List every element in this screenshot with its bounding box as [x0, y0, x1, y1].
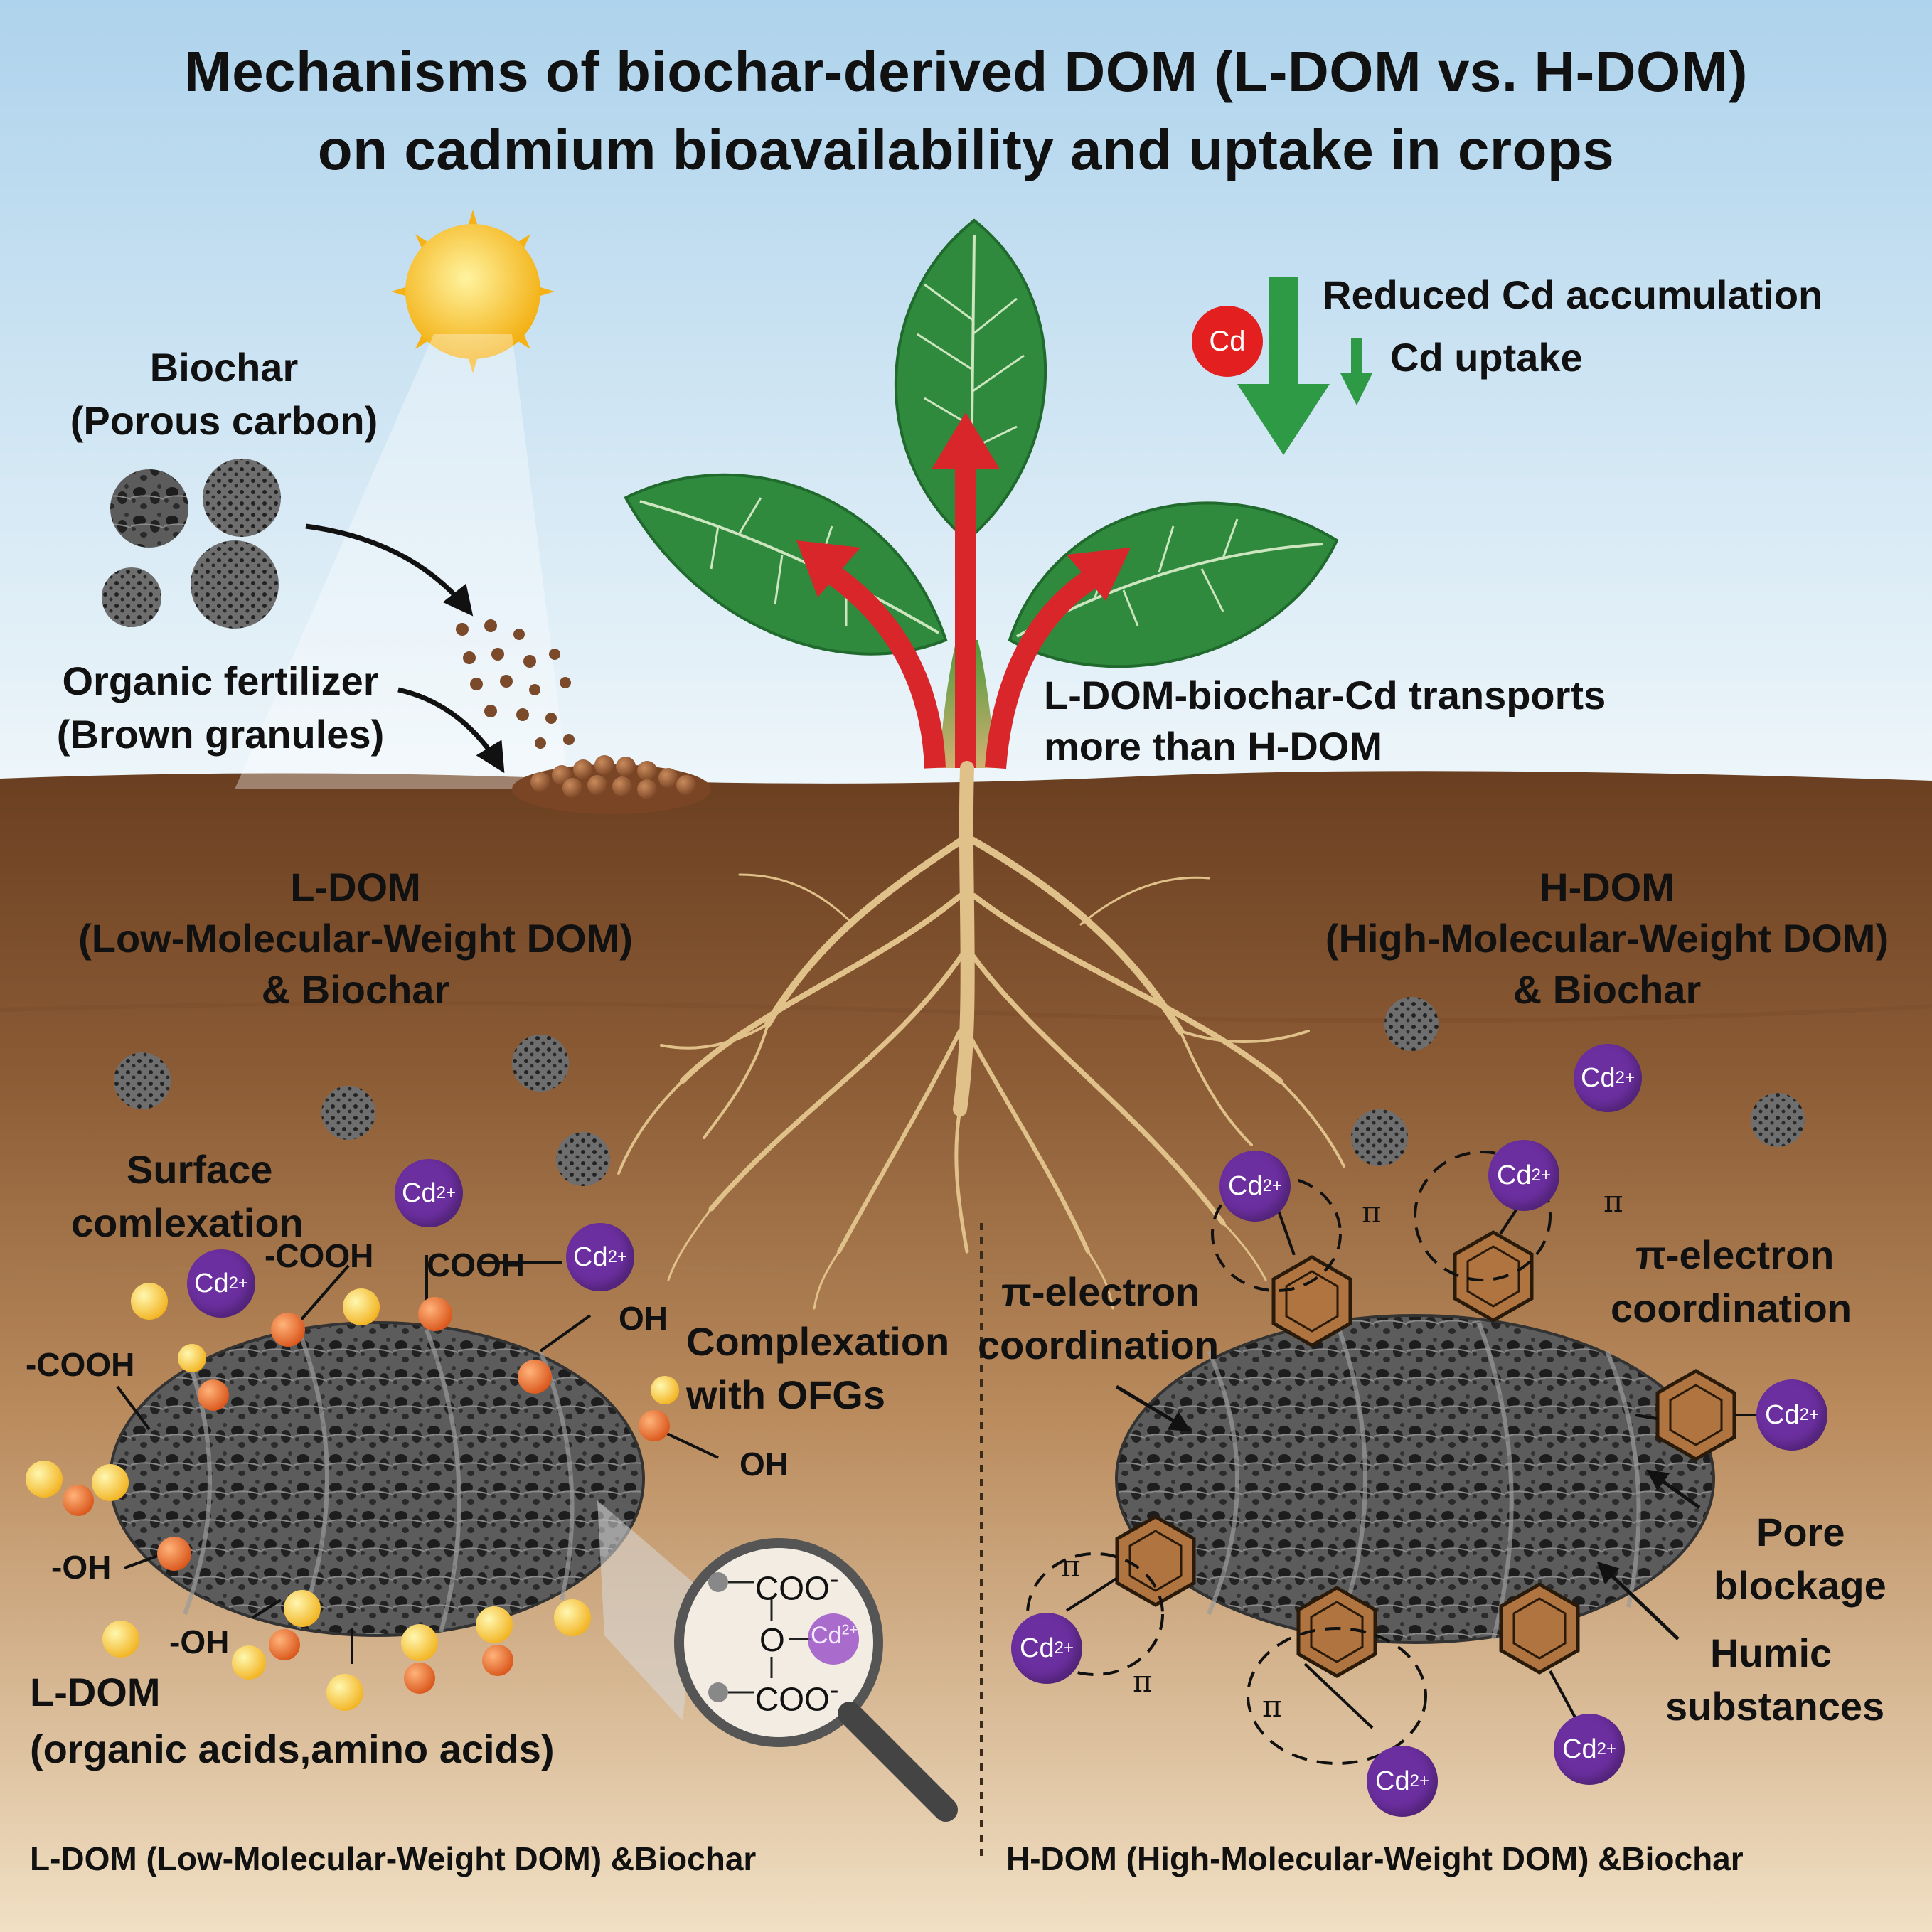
- h-dom-heading-biochar: & Biochar: [1512, 967, 1702, 1012]
- cd-badge: Cd: [1192, 306, 1263, 377]
- transport-label-2: more than H-DOM: [1044, 724, 1382, 769]
- l-dom-footer: L-DOM (Low-Molecular-Weight DOM) &Biocha…: [30, 1840, 757, 1877]
- magnifier-cd-ion: Cd2+: [811, 1622, 858, 1649]
- pi-electron-label-left-2: coordination: [978, 1323, 1219, 1367]
- l-dom-heading: L-DOM: [290, 865, 421, 909]
- complexation-label-2: with OFGs: [686, 1372, 885, 1417]
- transport-label-1: L-DOM-biochar-Cd transports: [1044, 673, 1606, 717]
- biochar-particle: [110, 469, 188, 548]
- pore-blockage-label-2: blockage: [1714, 1563, 1886, 1608]
- pore-blockage-label-1: Pore: [1756, 1510, 1845, 1554]
- l-dom-composition: (organic acids,amino acids): [30, 1726, 555, 1771]
- title-line-1: Mechanisms of biochar-derived DOM (L-DOM…: [183, 40, 1749, 103]
- leaf: [1008, 501, 1339, 668]
- cooh-label-2: COOH: [427, 1247, 525, 1283]
- red-transport-arrows: [818, 462, 1101, 769]
- pi-electron-label-right-2: coordination: [1611, 1286, 1852, 1330]
- soil-biochar-particles: [114, 997, 1805, 1186]
- l-dom-heading-biochar: & Biochar: [261, 967, 450, 1012]
- plant-roots: [617, 761, 1345, 1310]
- biochar-particle: [191, 540, 279, 629]
- pi-symbol: π: [1362, 1195, 1382, 1229]
- falling-granules: [456, 619, 575, 749]
- fertilizer-label: Organic fertilizer: [62, 658, 379, 703]
- oh-label-4: -OH: [169, 1623, 230, 1660]
- surface-label-2: comlexation: [71, 1200, 304, 1245]
- h-dom-biochar-surface: [1115, 1314, 1715, 1644]
- cd-uptake-label: Cd uptake: [1390, 335, 1583, 380]
- oh-label-2: OH: [740, 1446, 789, 1483]
- pi-symbol: π: [1061, 1549, 1081, 1584]
- magnifier-o: O: [759, 1621, 785, 1658]
- magnifier-icon: [597, 1500, 958, 1822]
- pi-symbol: π: [1133, 1664, 1153, 1699]
- oh-label-1: OH: [619, 1300, 668, 1337]
- oh-label-3: -OH: [51, 1549, 112, 1586]
- green-down-arrows: [1237, 277, 1372, 455]
- humic-label-2: substances: [1665, 1684, 1885, 1729]
- l-dom-biochar-surface: [109, 1321, 645, 1637]
- h-dom-heading-sub: (High-Molecular-Weight DOM): [1325, 916, 1889, 961]
- pi-electron-label-left-1: π-electron: [1001, 1269, 1200, 1314]
- l-dom-heading-sub: (Low-Molecular-Weight DOM): [78, 916, 633, 961]
- reduced-cd-label: Reduced Cd accumulation: [1323, 272, 1823, 317]
- complexation-label-1: Complexation: [686, 1319, 950, 1364]
- title-line-2: on cadmium bioavailability and uptake in…: [317, 118, 1615, 181]
- biochar-sublabel: (Porous carbon): [70, 398, 378, 443]
- h-dom-footer: H-DOM (High-Molecular-Weight DOM) &Bioch…: [1006, 1840, 1744, 1877]
- magnifier-coo-bottom: COO-: [755, 1675, 839, 1718]
- benzene-rings: [1115, 1230, 1736, 1678]
- humic-label-1: Humic: [1710, 1631, 1832, 1675]
- magnifier-coo-top: COO-: [755, 1564, 839, 1607]
- fertilizer-pile: [512, 755, 711, 814]
- surface-label-1: Surface: [127, 1147, 273, 1192]
- biochar-label: Biochar: [149, 345, 299, 390]
- biochar-particle: [102, 567, 161, 627]
- pi-symbol: π: [1603, 1184, 1623, 1219]
- pi-symbol: π: [1262, 1689, 1282, 1724]
- biochar-particle: [203, 459, 281, 537]
- cooh-label-1: -COOH: [265, 1237, 374, 1274]
- h-dom-heading: H-DOM: [1539, 865, 1675, 909]
- fertilizer-sublabel: (Brown granules): [56, 712, 385, 757]
- cooh-label-3: -COOH: [26, 1346, 135, 1383]
- sun-icon: [391, 210, 555, 373]
- l-dom-label: L-DOM: [30, 1670, 161, 1714]
- l-dom-molecules: [26, 1283, 679, 1711]
- pi-electron-label-right-1: π-electron: [1635, 1232, 1835, 1277]
